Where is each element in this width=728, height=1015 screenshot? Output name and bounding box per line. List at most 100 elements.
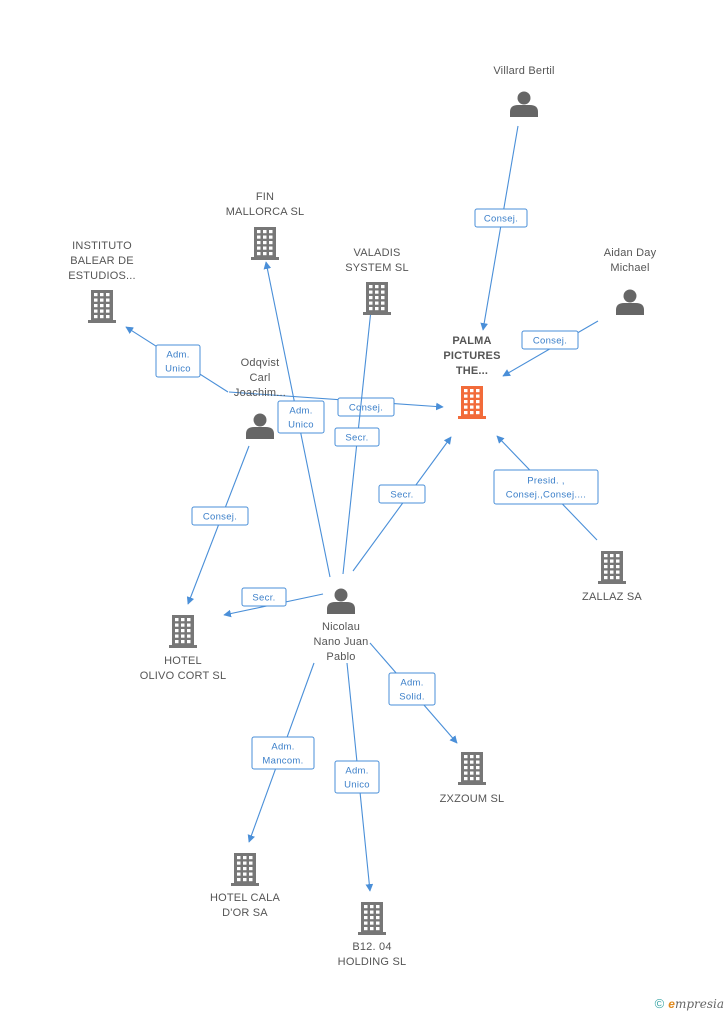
- edge-label-text: Consej.: [349, 403, 383, 414]
- node-label-line: Nano Juan: [313, 636, 368, 648]
- edge-label-text: Presid. ,: [527, 476, 565, 487]
- edge-nicolau-to-hotel_cala: Adm. Mancom.: [247, 662, 315, 843]
- edge-label-box[interactable]: [337, 397, 395, 417]
- edge-label-text: Adm.: [400, 678, 423, 689]
- edge-label-text: Consej.: [484, 214, 518, 225]
- edge-nicolau-to-fin: Adm.Unico: [263, 261, 331, 578]
- edge-label-box[interactable]: [493, 469, 599, 505]
- person-icon: [246, 413, 274, 439]
- building-icon: [251, 227, 279, 260]
- edge-label-box[interactable]: [378, 484, 426, 504]
- edge-odqvist-to-instituto: Adm. Unico: [125, 326, 229, 393]
- building-icon: [169, 615, 197, 648]
- node-label-line: Aidan Day: [604, 247, 657, 259]
- node-b12[interactable]: B12. 04 HOLDING SL: [338, 902, 407, 968]
- brand-logo-initial: e: [668, 997, 675, 1011]
- node-zxzoum[interactable]: ZXZOUM SL: [440, 752, 505, 805]
- edge-label-box[interactable]: [241, 587, 287, 607]
- edge-label-text: Unico: [288, 420, 314, 431]
- edge-label-box[interactable]: [155, 344, 201, 378]
- node-label-line: ZXZOUM SL: [440, 793, 505, 805]
- node-label-line: BALEAR DE: [70, 255, 134, 267]
- edge-nicolau-to-valadis: Secr.: [334, 290, 380, 575]
- edges-layer: Consej. Consej. Presid. , Consej.,Consej...…: [125, 125, 599, 892]
- node-label-line: THE...: [456, 365, 488, 377]
- edge-line: [480, 125, 519, 331]
- edge-label-text: Solid.: [399, 692, 425, 703]
- edge-nicolau-to-b12: Adm. Unico: [334, 662, 380, 892]
- node-label-line: ZALLAZ SA: [582, 591, 642, 603]
- building-icon: [598, 551, 626, 584]
- edge-nicolau-to-palma: Secr.: [352, 436, 452, 572]
- node-label-line: Odqvist: [241, 357, 280, 369]
- node-palma[interactable]: PALMAPICTURESTHE...: [443, 335, 500, 419]
- node-label-line: INSTITUTO: [72, 240, 132, 252]
- edge-label-box[interactable]: [388, 672, 436, 706]
- node-hotel-olivo[interactable]: HOTEL OLIVO CORT SL: [140, 615, 227, 682]
- edge-label-box[interactable]: [251, 736, 315, 770]
- edge-label-text: Adm.: [166, 350, 189, 361]
- node-label-line: Villard Bertil: [493, 65, 554, 77]
- edge-nicolau-to-zxzoum: Adm. Solid.: [369, 642, 458, 744]
- copyright-symbol: ©: [654, 996, 665, 1011]
- building-icon: [458, 752, 486, 785]
- edge-label-text: Consej.: [533, 336, 567, 347]
- node-valadis[interactable]: VALADIS SYSTEM SL: [345, 247, 409, 315]
- node-label-line: Michael: [610, 262, 649, 274]
- person-icon: [510, 91, 538, 117]
- edge-label-text: Secr.: [252, 593, 275, 604]
- node-label-line: HOTEL CALA: [210, 892, 281, 904]
- edge-line: [228, 391, 444, 411]
- node-hotel-cala[interactable]: HOTEL CALA D'OR SA: [210, 853, 281, 919]
- node-label-line: PALMA: [452, 335, 491, 347]
- building-icon: [88, 290, 116, 323]
- building-icon: [231, 853, 259, 886]
- edge-label-box[interactable]: [334, 427, 380, 447]
- brand-logo-text: mpresia: [674, 997, 724, 1011]
- edge-line: [352, 436, 452, 572]
- node-label-line: VALADIS: [353, 247, 400, 259]
- node-label-line: ESTUDIOS...: [68, 270, 136, 282]
- node-label-line: HOLDING SL: [338, 956, 407, 968]
- edge-label-text: Adm.: [345, 766, 368, 777]
- footer-brand: ©empresia: [655, 996, 724, 1011]
- node-label-line: Pablo: [326, 651, 355, 663]
- edge-label-text: Secr.: [390, 490, 413, 501]
- edge-label-box[interactable]: [191, 506, 249, 526]
- node-label-line: FIN: [256, 191, 274, 203]
- edge-label-text: Adm.: [271, 742, 294, 753]
- edge-label-box[interactable]: [474, 208, 528, 228]
- node-zallaz[interactable]: ZALLAZ SA: [582, 551, 642, 603]
- edge-odqvist-to-palma: Consej.: [228, 391, 444, 417]
- edge-label-text: Consej.: [203, 512, 237, 523]
- edge-villard-to-palma: Consej.: [474, 125, 528, 331]
- node-odqvist[interactable]: OdqvistCarlJoachim...: [234, 357, 286, 439]
- person-icon: [327, 588, 355, 614]
- person-icon: [616, 289, 644, 315]
- edge-zallaz-to-palma: Presid. , Consej.,Consej....: [493, 435, 599, 541]
- edge-label-text: Unico: [344, 780, 370, 791]
- edge-label-text: Unico: [165, 364, 191, 375]
- node-instituto[interactable]: INSTITUTO BALEAR DE ESTUDIOS...: [68, 240, 136, 323]
- edge-label-box[interactable]: [521, 330, 579, 350]
- node-label-line: B12. 04: [352, 941, 391, 953]
- edge-label-box[interactable]: [334, 760, 380, 794]
- edge-label-text: Consej.,Consej....: [506, 490, 586, 501]
- node-villard[interactable]: Villard Bertil: [493, 65, 554, 117]
- edge-label-text: Mancom.: [262, 756, 303, 767]
- node-label-line: D'OR SA: [222, 907, 268, 919]
- building-icon: [363, 282, 391, 315]
- node-label-line: Carl: [250, 372, 271, 384]
- node-label-line: HOTEL: [164, 655, 202, 667]
- node-label-line: OLIVO CORT SL: [140, 670, 227, 682]
- edge-label-text: Secr.: [345, 433, 368, 444]
- node-label-line: SYSTEM SL: [345, 262, 409, 274]
- building-icon: [358, 902, 386, 935]
- edge-label-box[interactable]: [277, 400, 325, 434]
- edge-odqvist-to-hotel_olivo: Consej.: [186, 445, 250, 605]
